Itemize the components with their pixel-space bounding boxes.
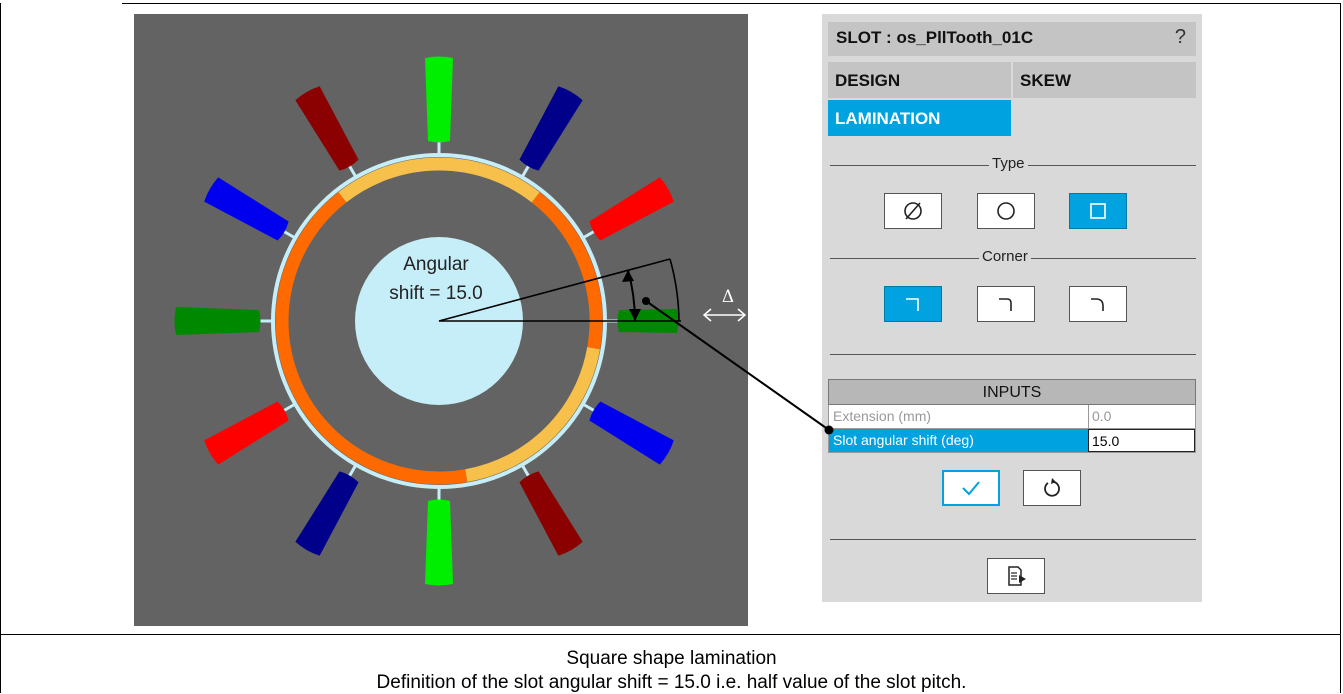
caption-divider [0, 634, 1341, 635]
slot-tooth [295, 464, 359, 556]
ring-segment [338, 157, 540, 203]
frame-border-top [122, 3, 1341, 4]
rounded-corner-large-icon [1091, 298, 1104, 311]
type-circle-button[interactable] [977, 193, 1035, 229]
none-icon [904, 202, 922, 220]
figure-frame [0, 3, 1341, 693]
input-row-slot-shift: Slot angular shift (deg) 15.0 [828, 429, 1196, 453]
extension-label: Extension (mm) [829, 405, 1088, 428]
type-none-button[interactable] [884, 193, 942, 229]
circle-icon [997, 202, 1015, 220]
slot-tooth [519, 86, 583, 178]
slot-tooth [204, 177, 296, 241]
frame-border-right [1340, 3, 1341, 693]
corner-sharp-button[interactable] [884, 286, 942, 322]
ring-segment [275, 192, 468, 485]
apply-button[interactable] [942, 470, 1000, 506]
slot-tooth [425, 487, 453, 586]
extension-field[interactable]: 0.0 [1088, 405, 1195, 428]
slot-tooth [519, 464, 583, 556]
reset-icon [1044, 478, 1060, 497]
leader-dot [642, 297, 650, 305]
arrow-head-bottom [629, 309, 641, 321]
caption-description: Definition of the slot angular shift = 1… [376, 672, 967, 693]
square-icon [1090, 203, 1106, 219]
inputs-header: INPUTS [828, 379, 1196, 405]
ring-segment [531, 192, 603, 350]
export-separator [830, 539, 1196, 540]
reset-button[interactable] [1023, 470, 1081, 506]
frame-border-left [0, 3, 1, 693]
caption-title: Square shape lamination [566, 648, 777, 669]
sharp-corner-icon [906, 298, 919, 311]
shifted-line [438, 258, 671, 322]
delta-label: Δ [722, 287, 734, 307]
inputs-table: INPUTS Extension (mm) 0.0 Slot angular s… [828, 379, 1196, 453]
tab-lamination[interactable]: LAMINATION [828, 100, 1011, 136]
lamination-viewer[interactable]: Angular shift = 15.0 Δ [134, 14, 748, 626]
arrow-head-top [622, 270, 634, 282]
slot-tooth [204, 401, 296, 465]
panel-title: SLOT : os_PllTooth_01C [836, 28, 1034, 47]
slot-panel: SLOT : os_PllTooth_01C ? DESIGN SKEW LAM… [822, 14, 1202, 602]
slot-tooth [174, 307, 273, 335]
slot-shift-label: Slot angular shift (deg) [829, 429, 1088, 452]
slot-tooth [582, 401, 674, 465]
corner-round-large-button[interactable] [1069, 286, 1127, 322]
ring-segment [465, 347, 601, 483]
input-row-extension: Extension (mm) 0.0 [828, 405, 1196, 429]
tab-design[interactable]: DESIGN [828, 62, 1011, 98]
annotation-angular: Angular [403, 254, 469, 275]
panel-header: SLOT : os_PllTooth_01C ? [828, 22, 1196, 56]
lamination-ring [275, 157, 603, 485]
slot-tooth [425, 56, 453, 155]
type-square-button[interactable] [1069, 193, 1127, 229]
slot-shift-field[interactable]: 15.0 [1088, 429, 1195, 452]
type-label: Type [989, 155, 1028, 172]
corner-label: Corner [979, 248, 1031, 265]
tab-skew[interactable]: SKEW [1013, 62, 1196, 98]
check-icon [962, 481, 980, 496]
export-button[interactable] [987, 558, 1045, 594]
slot-tooth [295, 86, 359, 178]
corner-round-small-button[interactable] [977, 286, 1035, 322]
annotation-shift: shift = 15.0 [389, 283, 482, 304]
inputs-separator [830, 354, 1196, 355]
slot-tooth [582, 177, 674, 241]
help-button[interactable]: ? [1174, 26, 1186, 48]
export-icon [1008, 566, 1026, 586]
rounded-corner-small-icon [999, 298, 1012, 311]
